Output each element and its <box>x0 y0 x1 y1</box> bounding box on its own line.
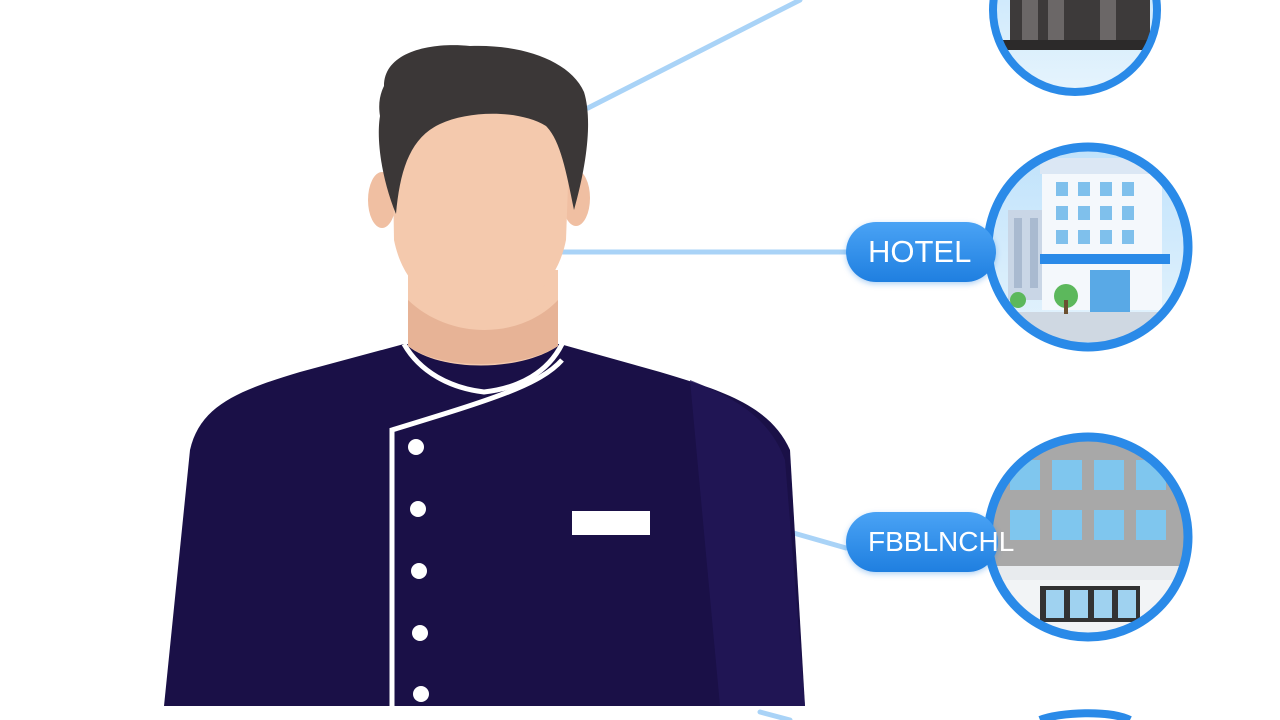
connector-line-top <box>585 0 803 111</box>
bottom-circle-edge <box>1038 709 1132 720</box>
button-dot <box>408 439 424 455</box>
collar <box>401 342 565 395</box>
button-dot <box>410 501 426 517</box>
connector-line-second <box>787 529 849 551</box>
hotel-label-text: HOTEL <box>868 234 972 269</box>
uniform-jacket <box>164 344 805 706</box>
office-building-icon <box>983 432 1193 642</box>
second-label-text: FBBLNCHL <box>868 526 1015 557</box>
button-dot <box>412 625 428 641</box>
connector-line-bottom <box>757 709 793 720</box>
neck-shadow <box>408 300 558 364</box>
face <box>392 70 570 312</box>
person-avatar <box>164 45 805 706</box>
name-badge <box>572 511 650 535</box>
hotel-building-icon <box>983 142 1193 352</box>
hotel-label-pill: HOTEL <box>846 222 996 282</box>
jacket-placket <box>389 358 564 706</box>
jacket-buttons <box>408 439 429 702</box>
hair <box>378 45 589 214</box>
button-dot <box>411 563 427 579</box>
connector-lines <box>557 0 849 720</box>
second-label-pill: FBBLNCHL <box>846 512 1014 572</box>
uniform-shade <box>690 380 805 706</box>
top-building-icon <box>989 0 1161 96</box>
button-dot <box>413 686 429 702</box>
